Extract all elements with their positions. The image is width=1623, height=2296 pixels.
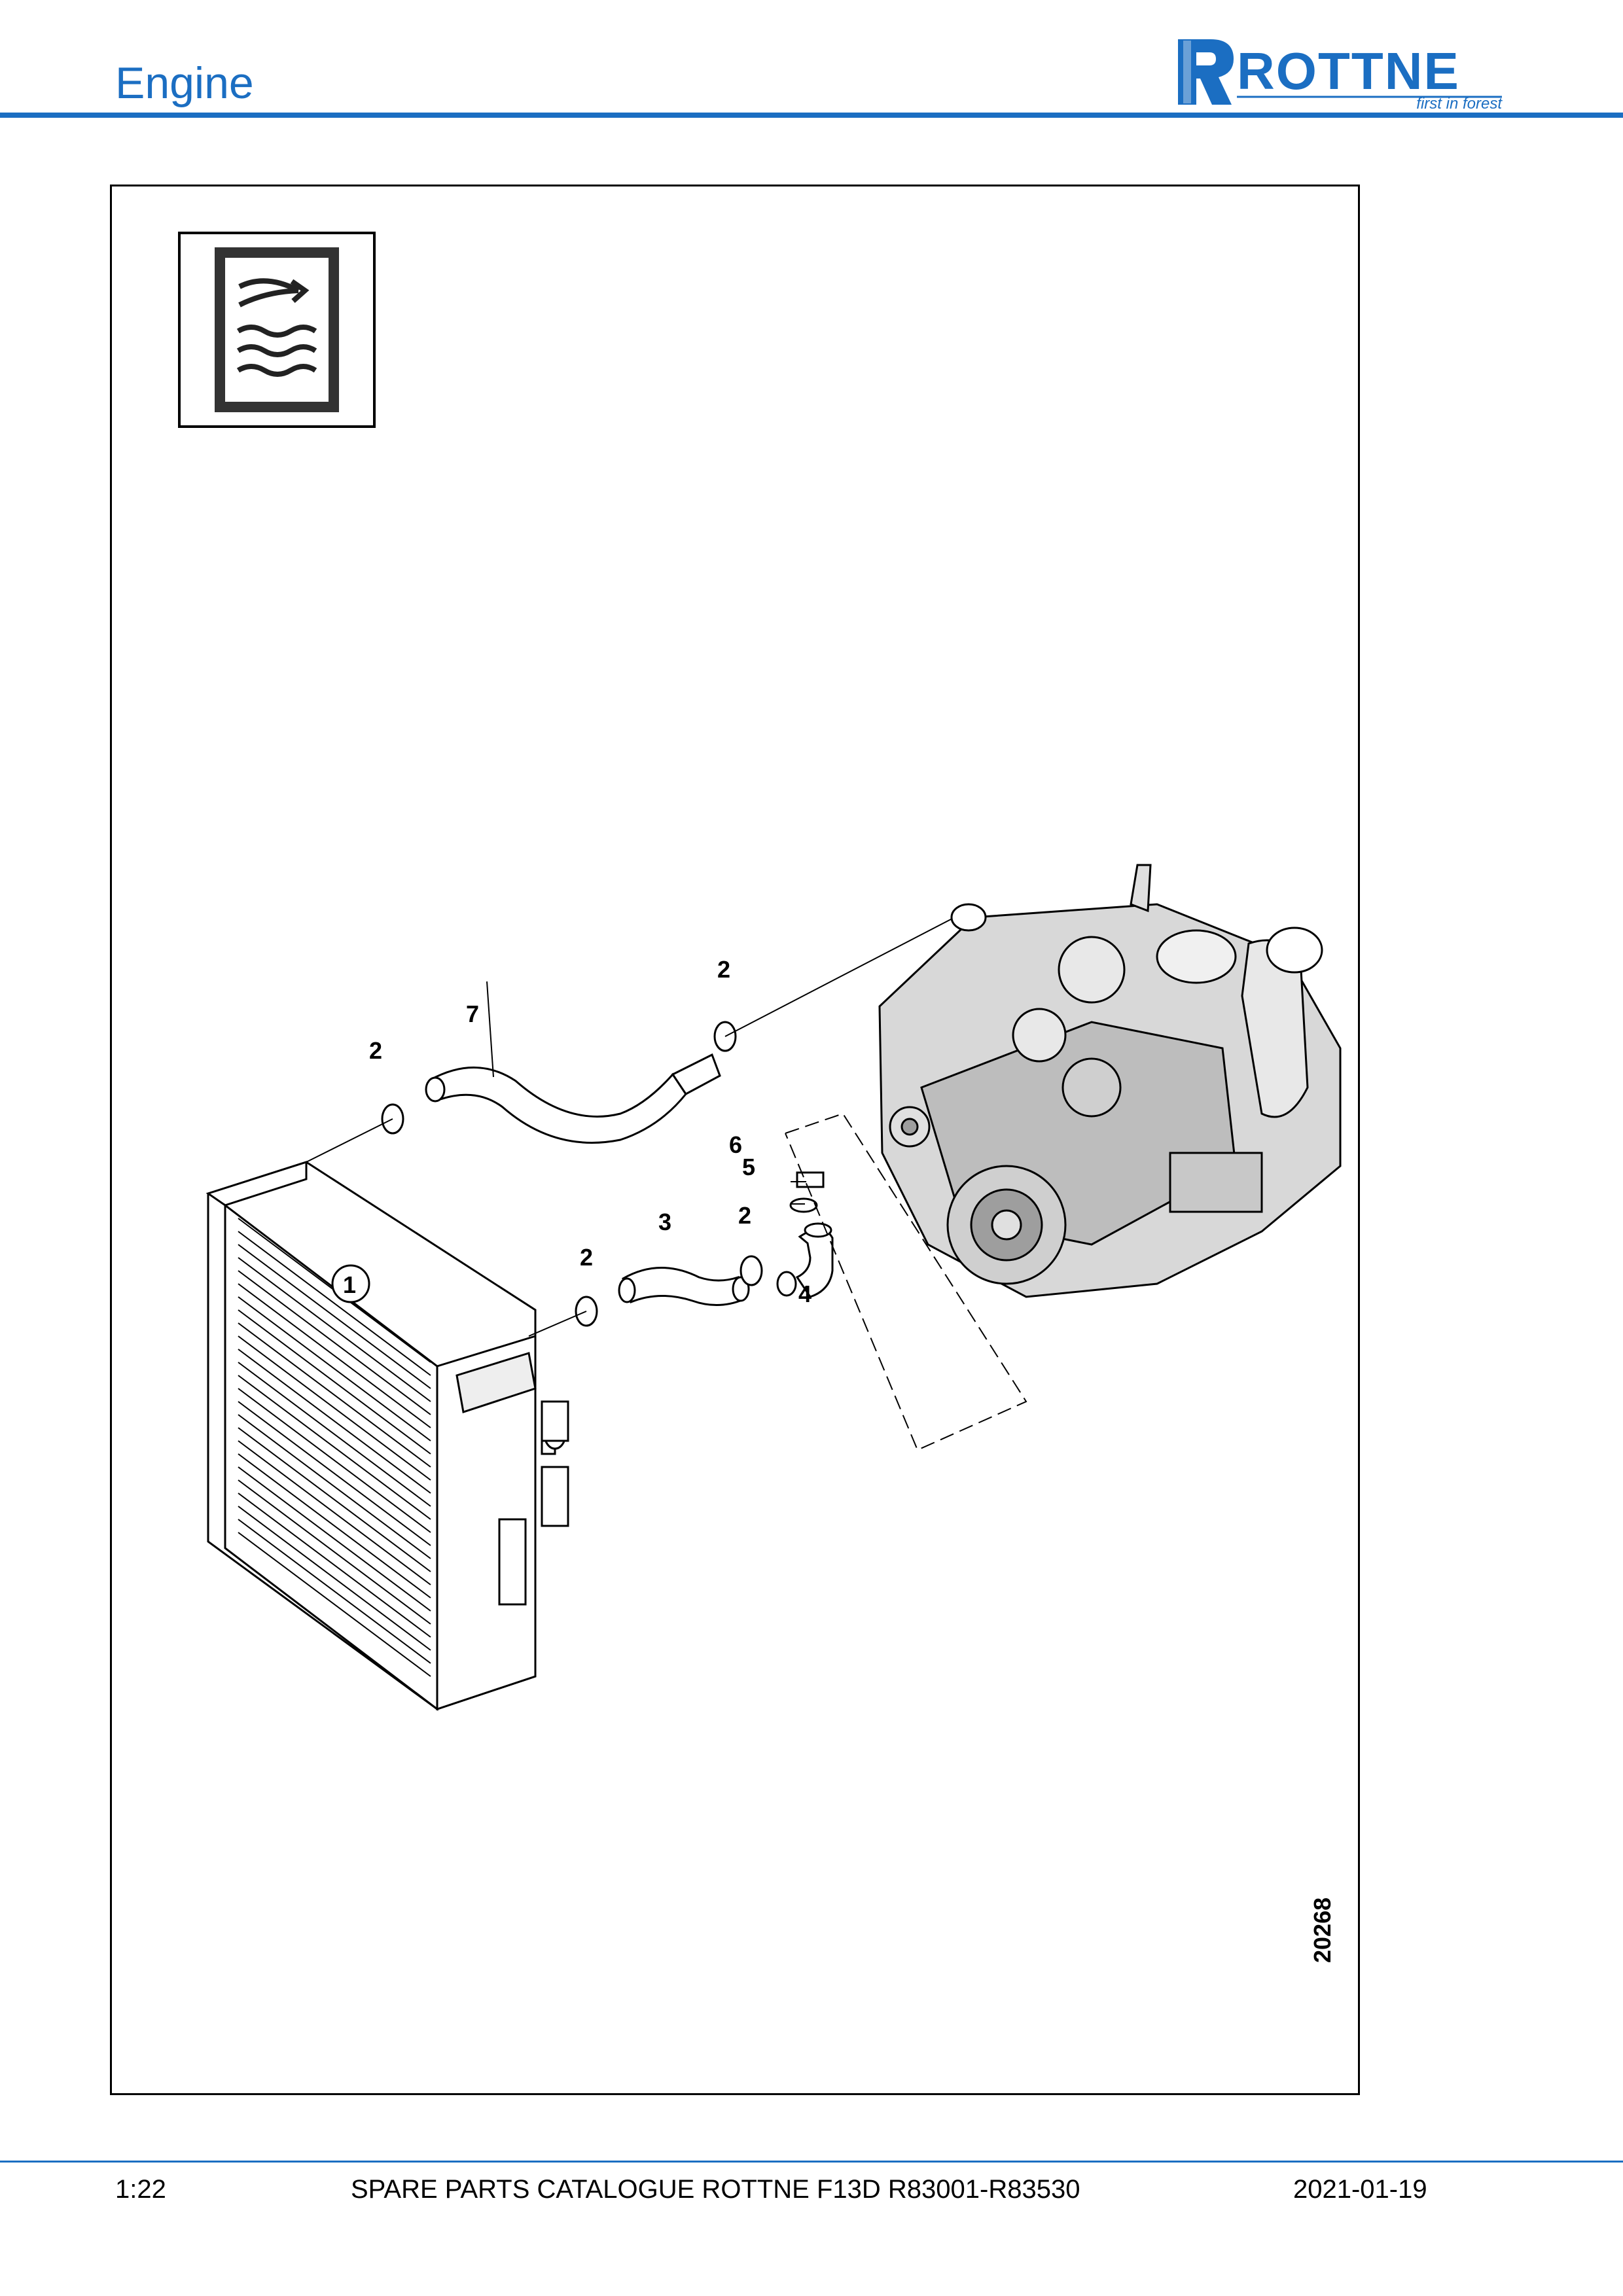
callout-3: 3: [658, 1209, 671, 1235]
page-number: 1:22: [115, 2175, 166, 2204]
callout-2: 2: [369, 1037, 382, 1064]
figure-number: 20268: [1309, 1897, 1336, 1963]
radiator-assembly: [205, 1160, 569, 1712]
callout-2: 2: [738, 1202, 751, 1229]
rottne-logo: ROTTNE first in forest: [1178, 39, 1503, 113]
exploded-parts-diagram: 1 2 2 2 2 3 4 5 6 7: [205, 864, 1342, 1712]
catalogue-title: SPARE PARTS CATALOGUE ROTTNE F13D R83001…: [351, 2175, 1080, 2204]
callout-2: 2: [717, 956, 730, 983]
header-divider: [0, 113, 1623, 118]
brand-tagline: first in forest: [1416, 95, 1503, 113]
brand-name: ROTTNE: [1237, 42, 1460, 100]
cooling-system-icon: [178, 232, 376, 428]
rottne-logo-mark: [1178, 39, 1234, 105]
callout-2: 2: [580, 1244, 593, 1271]
callout-1-marker: [331, 1264, 370, 1303]
callout-4: 4: [798, 1280, 812, 1307]
catalogue-date: 2021-01-19: [1293, 2175, 1427, 2204]
leader-lines: [306, 910, 1027, 1451]
callout-7: 7: [466, 1000, 479, 1027]
footer-divider: [0, 2161, 1623, 2163]
callout-6: 6: [729, 1131, 742, 1158]
callout-5: 5: [742, 1154, 755, 1180]
hose-3: [618, 1267, 750, 1306]
radiator-fins: [238, 1218, 431, 1677]
engine-assembly: [878, 864, 1342, 1298]
callout-1: 1: [343, 1271, 356, 1298]
figure-frame: [110, 185, 1360, 2095]
page-title: Engine: [115, 58, 254, 108]
hose-7: [425, 1053, 721, 1144]
